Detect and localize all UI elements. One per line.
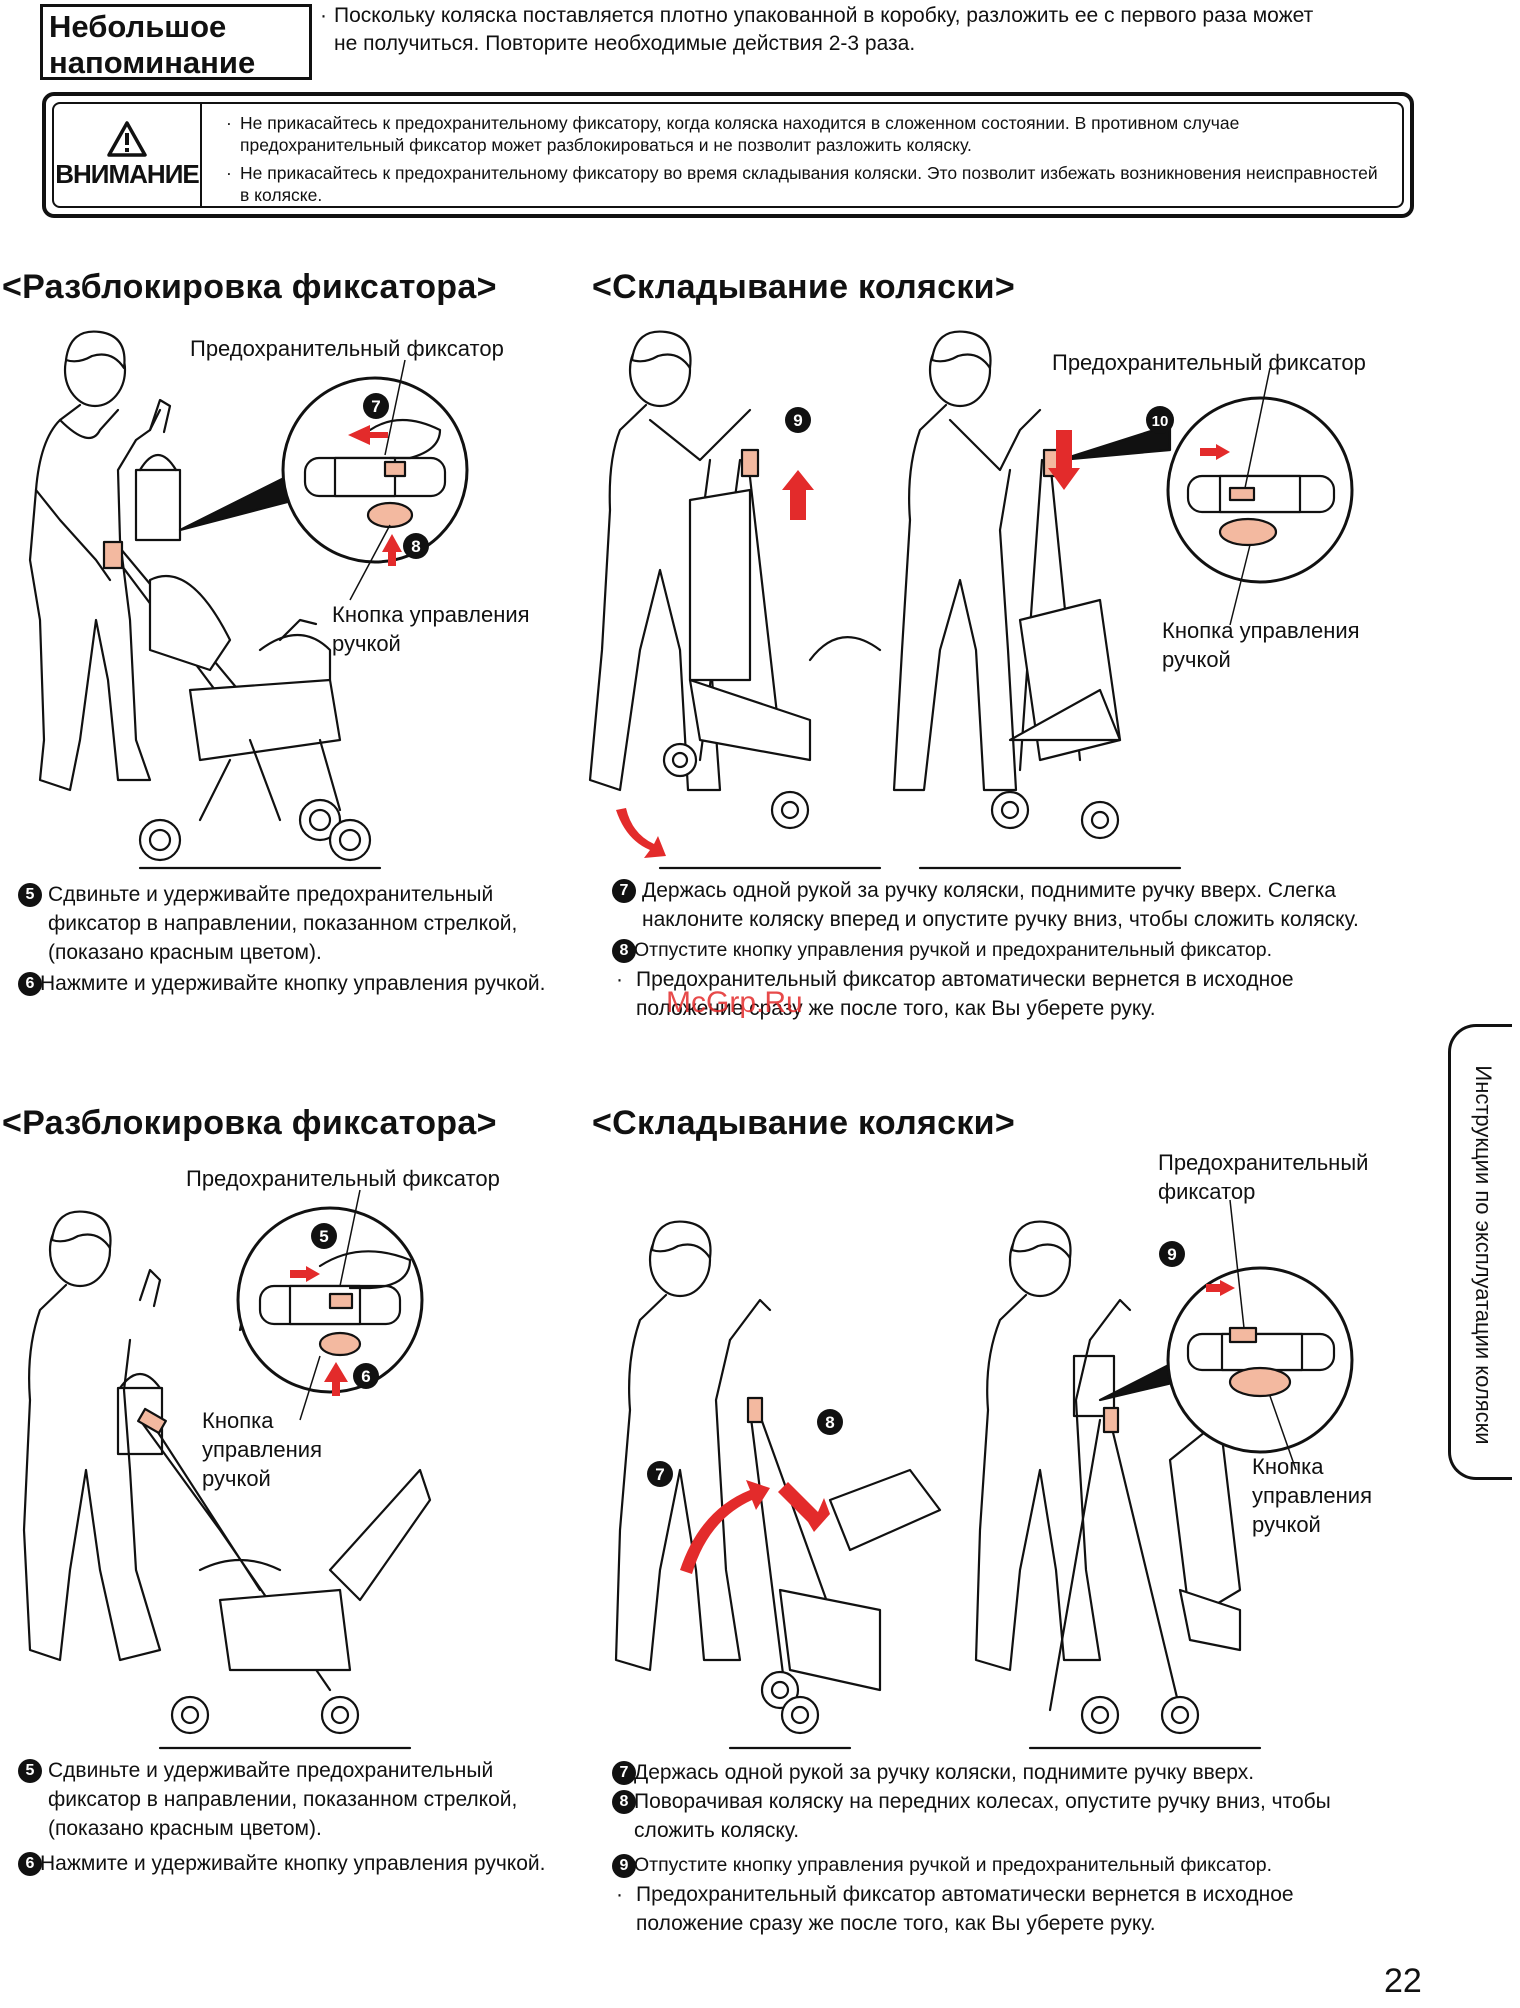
heading-fold-top: <Складывание коляски> — [592, 268, 1016, 306]
step-text: Держась одной рукой за ручку коляски, по… — [642, 879, 1359, 931]
warning-box: ВНИМАНИЕ ·Не прикасайтесь к предохраните… — [42, 92, 1414, 218]
reminder-box: Небольшое напоминание — [40, 4, 312, 80]
label-handle-button: Кнопка управления ручкой — [332, 602, 530, 656]
note-text: Предохранительный фиксатор автоматически… — [636, 1883, 1294, 1935]
callout-number-text: 5 — [319, 1227, 328, 1246]
step-number: 7 — [612, 879, 636, 903]
note: · Предохранительный фиксатор автоматичес… — [616, 968, 1294, 1020]
warning-items: ·Не прикасайтесь к предохранительному фи… — [226, 112, 1386, 212]
label-safety-lock: Предохранительный фиксатор — [190, 336, 504, 361]
callout-number-text: 10 — [1152, 413, 1169, 430]
steps-unlock-top: 5 Сдвиньте и удерживайте предохранительн… — [18, 880, 588, 998]
illustration-fold-bottom: 7 8 9 — [614, 1199, 1354, 1750]
warning-item: ·Не прикасайтесь к предохранительному фи… — [226, 113, 1240, 155]
callout-number: 8 — [817, 1409, 843, 1435]
bullet-dot: · — [320, 4, 327, 27]
step-text: Нажмите и удерживайте кнопку управления … — [40, 972, 546, 995]
label-safety-lock: Предохранительный фиксатор — [186, 1166, 500, 1191]
reminder-title: Небольшое напоминание — [49, 9, 256, 80]
label-handle-button: Кнопка управления ручкой — [202, 1408, 322, 1491]
callout-number: 9 — [785, 407, 811, 433]
step-number: 8 — [612, 939, 636, 963]
callout-number: 10 — [1146, 406, 1174, 434]
step: 5 Сдвиньте и удерживайте предохранительн… — [18, 880, 588, 967]
warning-item: ·Не прикасайтесь к предохранительному фи… — [226, 163, 1378, 205]
step: 5 Сдвиньте и удерживайте предохранительн… — [18, 1756, 588, 1843]
callout-number-text: 9 — [1167, 1245, 1176, 1264]
step: 6 Нажмите и удерживайте кнопку управлени… — [18, 969, 588, 998]
illustration-fold-top: 9 10 — [588, 330, 1354, 870]
heading-unlock-top: <Разблокировка фиксатора> — [2, 268, 497, 306]
step: 7 Держась одной рукой за ручку коляски, … — [612, 1758, 1402, 1787]
label-safety-lock: Предохранительный фиксатор — [1158, 1150, 1369, 1204]
steps-fold-top: 7 Держась одной рукой за ручку коляски, … — [612, 876, 1402, 1023]
label-safety-lock: Предохранительный фиксатор — [1052, 350, 1366, 375]
watermark: McGrp.Ru — [666, 986, 803, 1019]
step-text: Сдвиньте и удерживайте предохранительный… — [48, 883, 518, 964]
side-tab-text: Инструкции по эксплуатации коляски — [1471, 1065, 1496, 1445]
step-number: 5 — [18, 1759, 42, 1783]
step-text: Нажмите и удерживайте кнопку управления … — [40, 1852, 546, 1875]
step-number: 9 — [612, 1854, 636, 1878]
step-number: 6 — [18, 972, 42, 996]
note-text: Предохранительный фиксатор автоматически… — [636, 968, 1294, 1020]
illustration-unlock-top: 7 8 — [28, 330, 469, 870]
step-text: Поворачивая коляску на передних колесах,… — [634, 1790, 1331, 1842]
warning-label-area: ВНИМАНИЕ — [54, 104, 202, 206]
callout-number-text: 8 — [411, 537, 420, 556]
page-number: 22 — [1384, 1962, 1422, 2000]
callout-number: 7 — [647, 1461, 673, 1487]
step: 8 Отпустите кнопку управления ручкой и п… — [612, 936, 1402, 965]
callout-number-text: 6 — [361, 1367, 370, 1386]
callout-number: 7 — [363, 393, 389, 419]
heading-unlock-bottom: <Разблокировка фиксатора> — [2, 1104, 497, 1142]
step: 8 Поворачивая коляску на передних колеса… — [612, 1787, 1402, 1845]
step: 9 Отпустите кнопку управления ручкой и п… — [612, 1851, 1402, 1880]
side-tab: Инструкции по эксплуатации коляски — [1448, 1024, 1512, 1480]
note: · Предохранительный фиксатор автоматичес… — [616, 1883, 1294, 1935]
heading-fold-bottom: <Складывание коляски> — [592, 1104, 1016, 1142]
step-text: Отпустите кнопку управления ручкой и пре… — [634, 939, 1273, 961]
step: 7 Держась одной рукой за ручку коляски, … — [612, 876, 1402, 934]
step-text: Держась одной рукой за ручку коляски, по… — [634, 1761, 1255, 1784]
step-text: Отпустите кнопку управления ручкой и пре… — [634, 1854, 1273, 1876]
callout-number: 8 — [403, 533, 429, 559]
callout-number-text: 7 — [655, 1465, 664, 1484]
label-handle-button: Кнопка управления ручкой — [1252, 1454, 1372, 1537]
callout-number-text: 9 — [793, 411, 802, 430]
warning-triangle-icon — [107, 120, 147, 157]
reminder-text-content: Поскольку коляска поставляется плотно уп… — [334, 4, 1314, 55]
callout-number-text: 8 — [825, 1413, 834, 1432]
step-text: Сдвиньте и удерживайте предохранительный… — [48, 1759, 518, 1840]
callout-number-text: 7 — [371, 397, 380, 416]
label-handle-button: Кнопка управления ручкой — [1162, 618, 1360, 672]
callout-number: 5 — [311, 1223, 337, 1249]
warning-inner: ВНИМАНИЕ ·Не прикасайтесь к предохраните… — [52, 102, 1404, 208]
callout-number: 9 — [1159, 1241, 1185, 1267]
callout-number: 6 — [353, 1363, 379, 1389]
step-number: 8 — [612, 1790, 636, 1814]
step-number: 6 — [18, 1852, 42, 1876]
step-number: 7 — [612, 1761, 636, 1785]
reminder-text: · Поскольку коляска поставляется плотно … — [320, 2, 1334, 58]
step: 6 Нажмите и удерживайте кнопку управлени… — [18, 1849, 588, 1878]
steps-unlock-bottom: 5 Сдвиньте и удерживайте предохранительн… — [18, 1756, 588, 1878]
warning-item-text: Не прикасайтесь к предохранительному фик… — [240, 163, 1378, 205]
warning-item-text: Не прикасайтесь к предохранительному фик… — [240, 113, 1240, 155]
illustration-unlock-bottom: 5 6 — [22, 1189, 432, 1750]
warning-label: ВНИМАНИЕ — [55, 158, 199, 189]
steps-fold-bottom: 7 Держась одной рукой за ручку коляски, … — [612, 1758, 1402, 1938]
step-number: 5 — [18, 883, 42, 907]
